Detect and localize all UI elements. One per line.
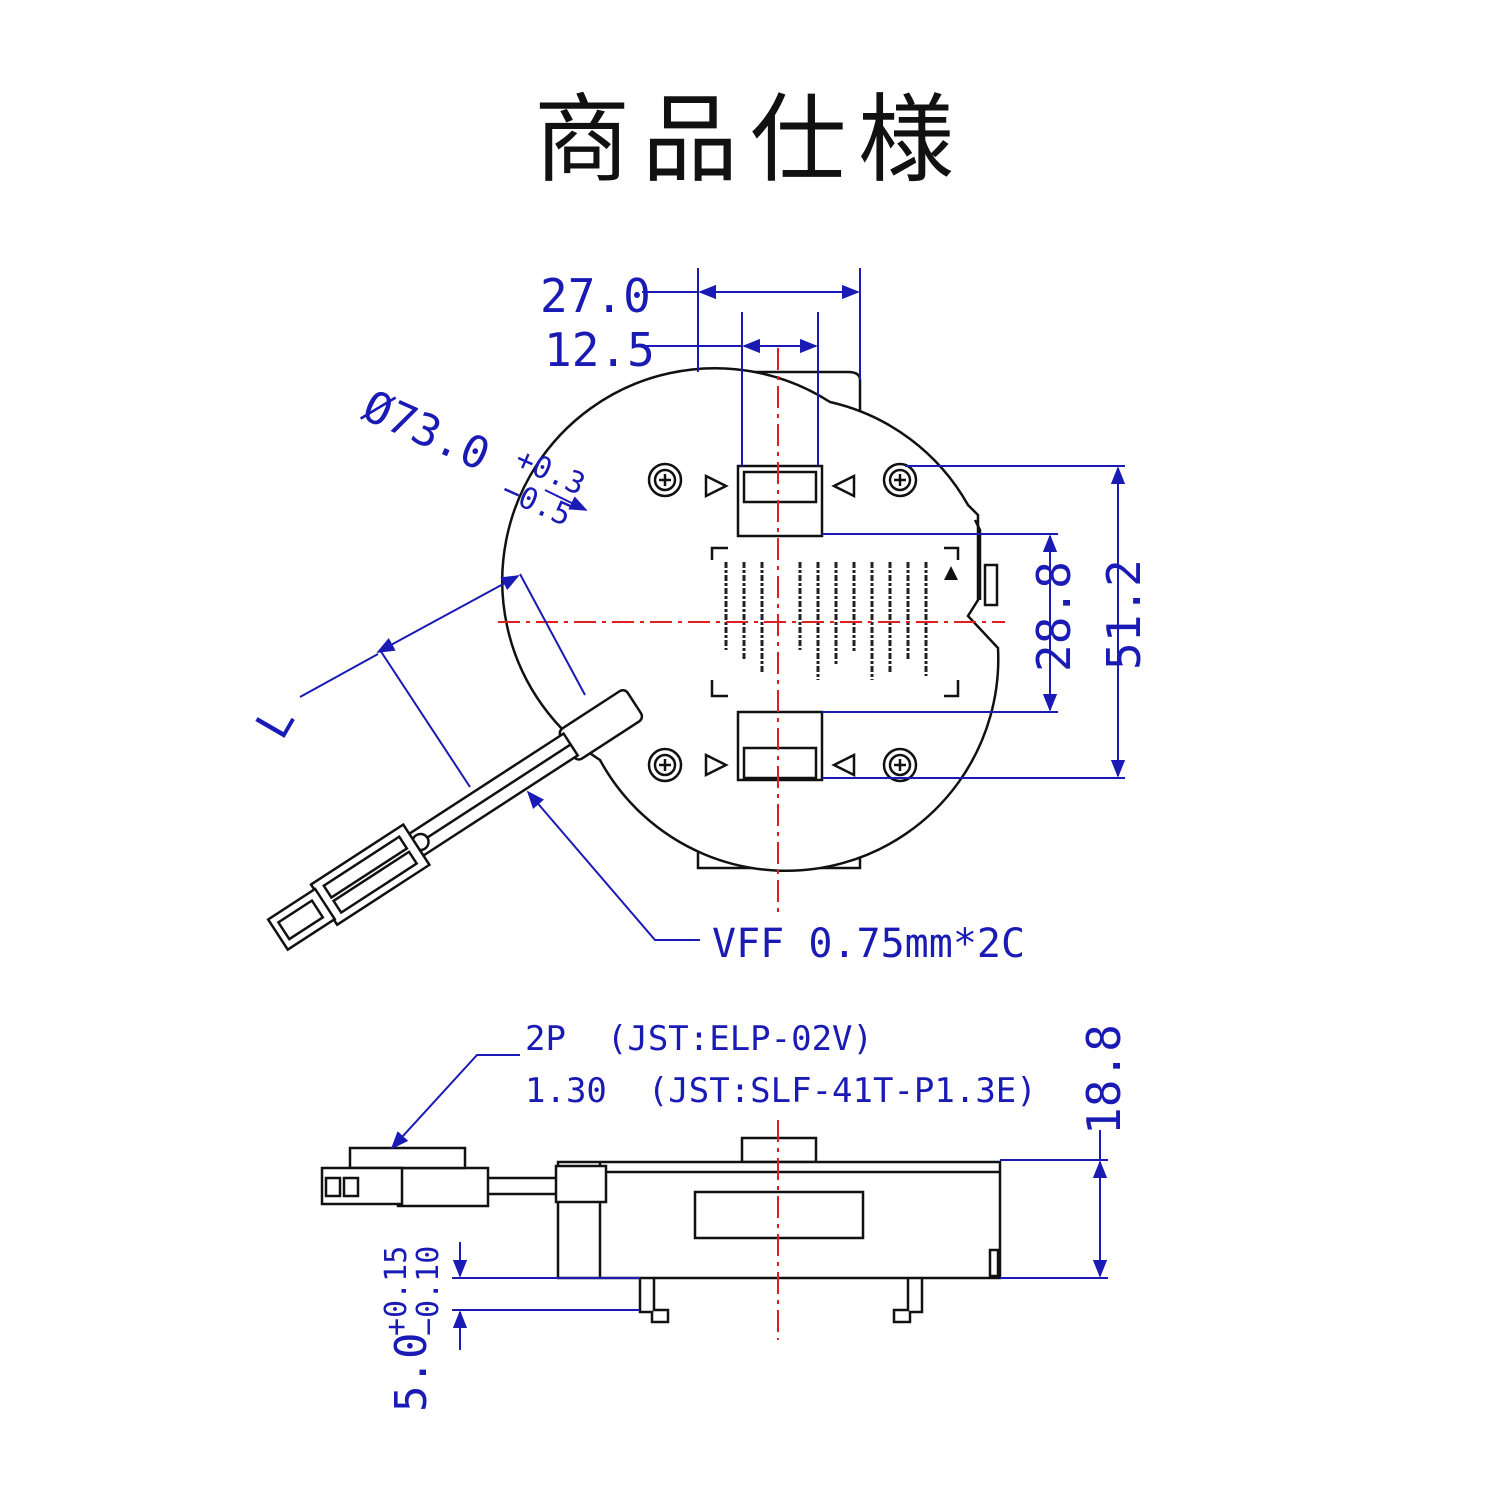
dim-pin-tol-minus: −0.10	[411, 1246, 446, 1336]
dim-width-outer: 27.0	[540, 269, 651, 323]
slide-button-bottom-grip	[742, 746, 818, 780]
page-title: 商品仕様	[534, 84, 966, 196]
top-view	[266, 348, 1005, 952]
arrow-up-icon	[944, 566, 958, 580]
side-connector-latch	[348, 1146, 467, 1170]
side-view-labels: 2P (JST:ELP-02V) 1.30 (JST:SLF-41T-P1.3E…	[379, 1019, 1131, 1412]
slide-button-top-grip	[742, 470, 818, 504]
dim-pin: 5.0	[386, 1333, 437, 1412]
screw-icon	[882, 747, 918, 783]
dim-height-outer: 51.2	[1097, 559, 1151, 670]
triangle-marker-icon	[704, 473, 856, 778]
dim-pin-tol-plus: +0.15	[379, 1246, 414, 1336]
dim-width-inner: 12.5	[544, 323, 655, 377]
side-view-dimensions	[390, 1054, 1108, 1350]
connector-spec-line2: 1.30 (JST:SLF-41T-P1.3E)	[525, 1071, 1037, 1111]
dim-diameter: Ø73.0	[355, 381, 497, 481]
top-view-dimensions	[299, 268, 1126, 941]
side-tab	[983, 563, 999, 607]
screw-icon	[647, 747, 683, 783]
side-strain-relief	[554, 1164, 608, 1204]
side-clip-left	[638, 1278, 670, 1324]
side-connector-plug	[320, 1166, 404, 1206]
side-connector-housing	[396, 1166, 490, 1208]
dim-pin-group: 5.0 +0.15 −0.10	[379, 1246, 446, 1412]
side-clip-right	[892, 1278, 924, 1324]
dim-height-inner: 28.8	[1027, 561, 1081, 672]
dim-diameter-group: Ø73.0 +0.3 −0.5	[355, 381, 590, 534]
side-view	[320, 1120, 1002, 1340]
slide-button-bottom	[736, 710, 824, 782]
dim-cable-length: L	[245, 697, 306, 748]
body-notch	[973, 519, 982, 600]
label-area	[710, 546, 960, 698]
side-cable	[484, 1176, 568, 1196]
cable-spec-label: VFF 0.75mm*2C	[712, 921, 1025, 967]
reel-body	[501, 366, 1000, 873]
screw-icon	[882, 462, 918, 498]
cable-assembly	[266, 689, 644, 952]
slide-button-top	[736, 464, 824, 538]
dim-thickness: 18.8	[1077, 1024, 1131, 1135]
screw-icon	[647, 462, 683, 498]
connector-spec-line1: 2P (JST:ELP-02V)	[525, 1019, 873, 1059]
